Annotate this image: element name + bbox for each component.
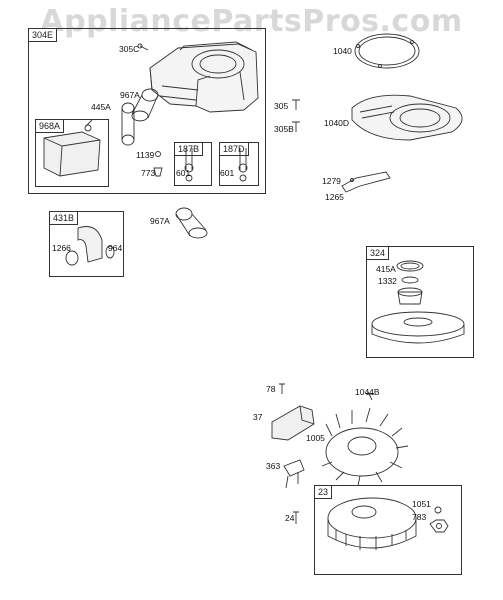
group-431b-box: 431B (49, 211, 124, 277)
group-968a-tag: 968A (35, 119, 65, 133)
screw-305b-drawing (292, 122, 300, 132)
nut-783-drawing (430, 520, 448, 532)
blower-housing-drawing (150, 42, 258, 112)
label-1266: 1266 (52, 243, 71, 253)
label-37: 37 (253, 412, 263, 422)
label-305b: 305B (274, 124, 294, 134)
flywheel-1005-drawing (322, 408, 408, 486)
group-187b-box: 187B (174, 142, 212, 186)
cup-324-drawing (398, 288, 422, 304)
label-1044b: 1044B (355, 387, 380, 397)
key-78-drawing (279, 384, 285, 394)
label-24: 24 (285, 513, 295, 523)
group-304e-tag: 304E (28, 28, 58, 42)
group-23-tag: 23 (314, 485, 333, 499)
group-23-box: 23 (314, 485, 462, 575)
washer-1332-drawing (402, 277, 418, 283)
air-cleaner-968a-drawing (44, 120, 100, 176)
gasket-1040-drawing (355, 34, 419, 68)
label-1265: 1265 (325, 192, 344, 202)
group-431b-tag: 431B (49, 211, 79, 225)
label-305: 305 (274, 101, 289, 111)
group-187d-box: 187D (219, 142, 259, 186)
watermark: AppliancePartsPros.com (40, 4, 463, 39)
filter-445a-drawing (122, 103, 134, 145)
label-783: 783 (412, 512, 427, 522)
part-1139-drawing (156, 152, 161, 157)
group-324-box: 324 (366, 246, 474, 358)
ring-415a-drawing (397, 261, 423, 271)
label-1139: 1139 (136, 150, 155, 160)
group-187b-tag: 187B (174, 142, 204, 156)
group-968a-box: 968A (35, 119, 109, 187)
label-773: 773 (141, 168, 156, 178)
shroud-1040d-drawing (352, 95, 462, 140)
washer-1051-drawing (435, 507, 441, 513)
label-967a-top: 967A (120, 90, 140, 100)
label-964: 964 (108, 243, 123, 253)
tube-967a-mid-drawing (176, 208, 207, 238)
label-415a: 415A (376, 264, 396, 274)
label-1005: 1005 (306, 433, 325, 443)
group-324-tag: 324 (366, 246, 390, 260)
clamp-187d-drawing (239, 148, 247, 181)
flywheel-23-drawing (328, 498, 416, 550)
part-773-drawing (154, 168, 162, 176)
label-1040: 1040 (333, 46, 352, 56)
label-78: 78 (266, 384, 276, 394)
label-601-b: 601 (220, 168, 235, 178)
label-305c: 305C (119, 44, 140, 54)
screw-305c-head (138, 44, 142, 48)
label-1040d: 1040D (324, 118, 350, 128)
label-967a-mid: 967A (150, 216, 170, 226)
label-1051: 1051 (412, 499, 431, 509)
screw-305-drawing (292, 100, 300, 110)
screen-324-drawing (372, 312, 464, 343)
clamp-187b-drawing (185, 148, 193, 181)
bracket-1265-drawing (342, 172, 390, 192)
label-601-a: 601 (176, 168, 191, 178)
group-187d-tag: 187D (219, 142, 249, 156)
screw-305c-drawing (140, 46, 148, 50)
label-1279: 1279 (322, 176, 341, 186)
part-1044b-drawing (366, 392, 374, 400)
elbow-431b-drawing (66, 227, 114, 266)
bracket-363-drawing (284, 460, 304, 488)
label-1332: 1332 (378, 276, 397, 286)
label-445a: 445A (91, 102, 111, 112)
label-363: 363 (266, 461, 281, 471)
pin-24-drawing (293, 512, 299, 524)
cover-37-drawing (272, 406, 314, 440)
group-304e-box: 304E (28, 28, 266, 194)
